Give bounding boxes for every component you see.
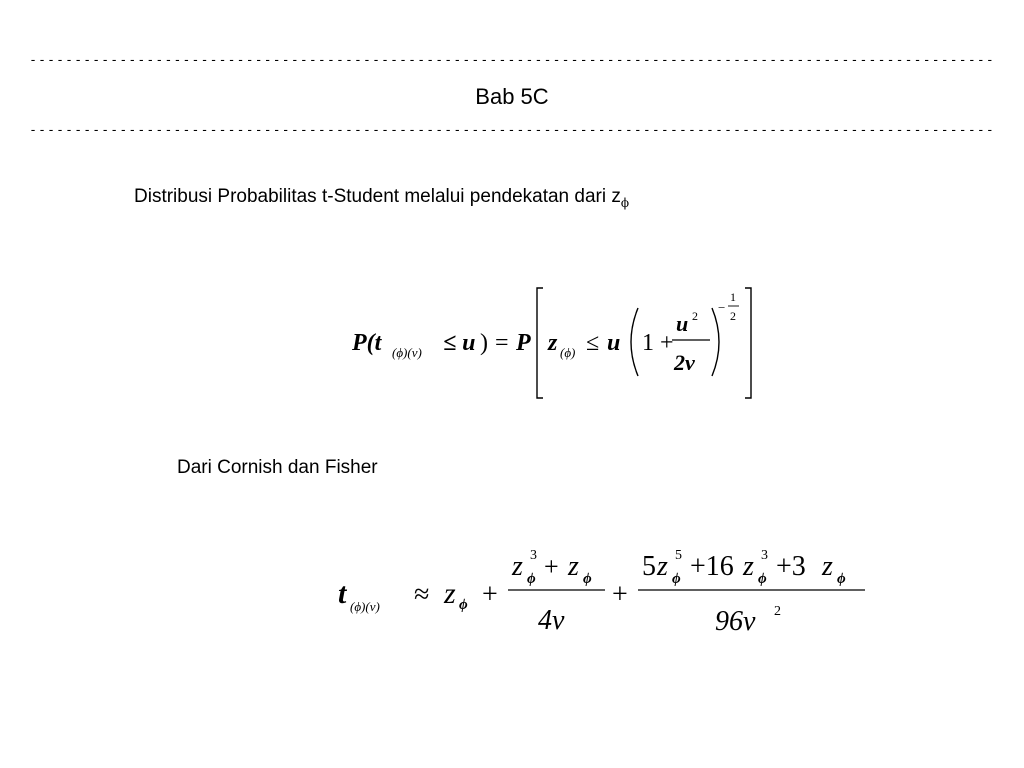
header-rule-top: ----------------------------------------…: [29, 53, 995, 68]
probability-equation: P(t (ϕ)(ν) ≤ u ) = P z (ϕ) ≤ u 1 + u 2 2…: [351, 287, 752, 399]
eq2-f2-denominator-exp: 2: [774, 604, 781, 619]
eq2-f2-num-z5-exp: 5: [675, 548, 682, 563]
eq2-f2-num-z3-phi: ϕ: [758, 571, 767, 587]
page-title: Bab 5C: [475, 84, 549, 109]
eq1-left-bracket: [536, 287, 543, 399]
intro-text: Distribusi Probabilitas t-Student melalu…: [134, 186, 629, 210]
eq2-f1-denominator: 4ν: [538, 605, 565, 636]
eq1-equals: =: [495, 330, 509, 356]
eq1-exp-denominator: 2: [730, 309, 736, 323]
eq2-plus-2: +: [612, 579, 628, 610]
eq2-f1-num-z: z: [511, 551, 523, 582]
eq2-t: t: [338, 577, 348, 610]
eq1-rparen: ): [480, 330, 488, 356]
eq1-left-paren: [630, 307, 639, 377]
eq2-t-subscript: (ϕ)(ν): [350, 599, 380, 614]
intro-label: Distribusi Probabilitas t-Student melalu…: [134, 186, 621, 207]
eq2-plus-1: +: [482, 579, 498, 610]
eq1-right-bracket: [745, 287, 752, 399]
eq1-lhs: P(t: [351, 330, 383, 356]
eq2-z-phi: ϕ: [459, 597, 468, 613]
eq2-f2-num-z3: z: [742, 551, 754, 582]
eq1-exp-sign: −: [718, 300, 725, 315]
eq2-f2-num-plus16: +16: [690, 551, 734, 582]
eq2-f2-num-z5-phi: ϕ: [672, 571, 681, 587]
eq2-f2-num-5: 5: [642, 551, 656, 582]
eq2-f1-num-plus: +: [544, 552, 559, 581]
eq2-f2-num-z-phi: ϕ: [837, 571, 846, 587]
cornish-fisher-equation: t (ϕ)(ν) ≈ z ϕ + z 3 ϕ + z ϕ 4ν + 5 z 5 …: [338, 548, 865, 637]
eq1-u: u: [607, 330, 620, 356]
eq2-f2-num-z: z: [821, 551, 833, 582]
eq1-z: z: [547, 330, 558, 356]
eq2-f1-num-z-phi: ϕ: [527, 571, 536, 587]
eq1-exp-numerator: 1: [730, 290, 736, 304]
eq1-le: ≤: [586, 330, 599, 356]
eq2-f1-num-z2-phi: ϕ: [583, 571, 592, 587]
eq1-frac-numerator: u: [676, 311, 688, 336]
eq1-z-subscript: (ϕ): [560, 345, 575, 360]
eq1-one-plus: 1 +: [642, 330, 674, 356]
eq2-f2-num-z5: z: [656, 551, 668, 582]
eq2-f1-num-z2: z: [567, 551, 579, 582]
eq2-f1-num-z-exp: 3: [530, 548, 537, 563]
eq2-f2-num-plus3: +3: [776, 551, 806, 582]
eq2-f2-denominator: 96ν: [715, 606, 756, 637]
eq1-le-u: ≤ u: [443, 330, 476, 356]
eq1-lhs-subscript: (ϕ)(ν): [392, 345, 422, 360]
eq1-frac-numerator-exp: 2: [692, 309, 698, 323]
eq2-approx: ≈: [414, 579, 429, 610]
eq2-f2-num-z3-exp: 3: [761, 548, 768, 563]
eq1-frac-denominator: 2ν: [673, 350, 695, 375]
eq1-right-paren: [711, 307, 720, 377]
source-text: Dari Cornish dan Fisher: [177, 457, 378, 478]
eq2-z: z: [443, 577, 456, 610]
header-rule-bottom: ----------------------------------------…: [29, 123, 995, 138]
eq1-P: P: [515, 330, 531, 356]
intro-subscript-phi: ϕ: [620, 195, 630, 210]
